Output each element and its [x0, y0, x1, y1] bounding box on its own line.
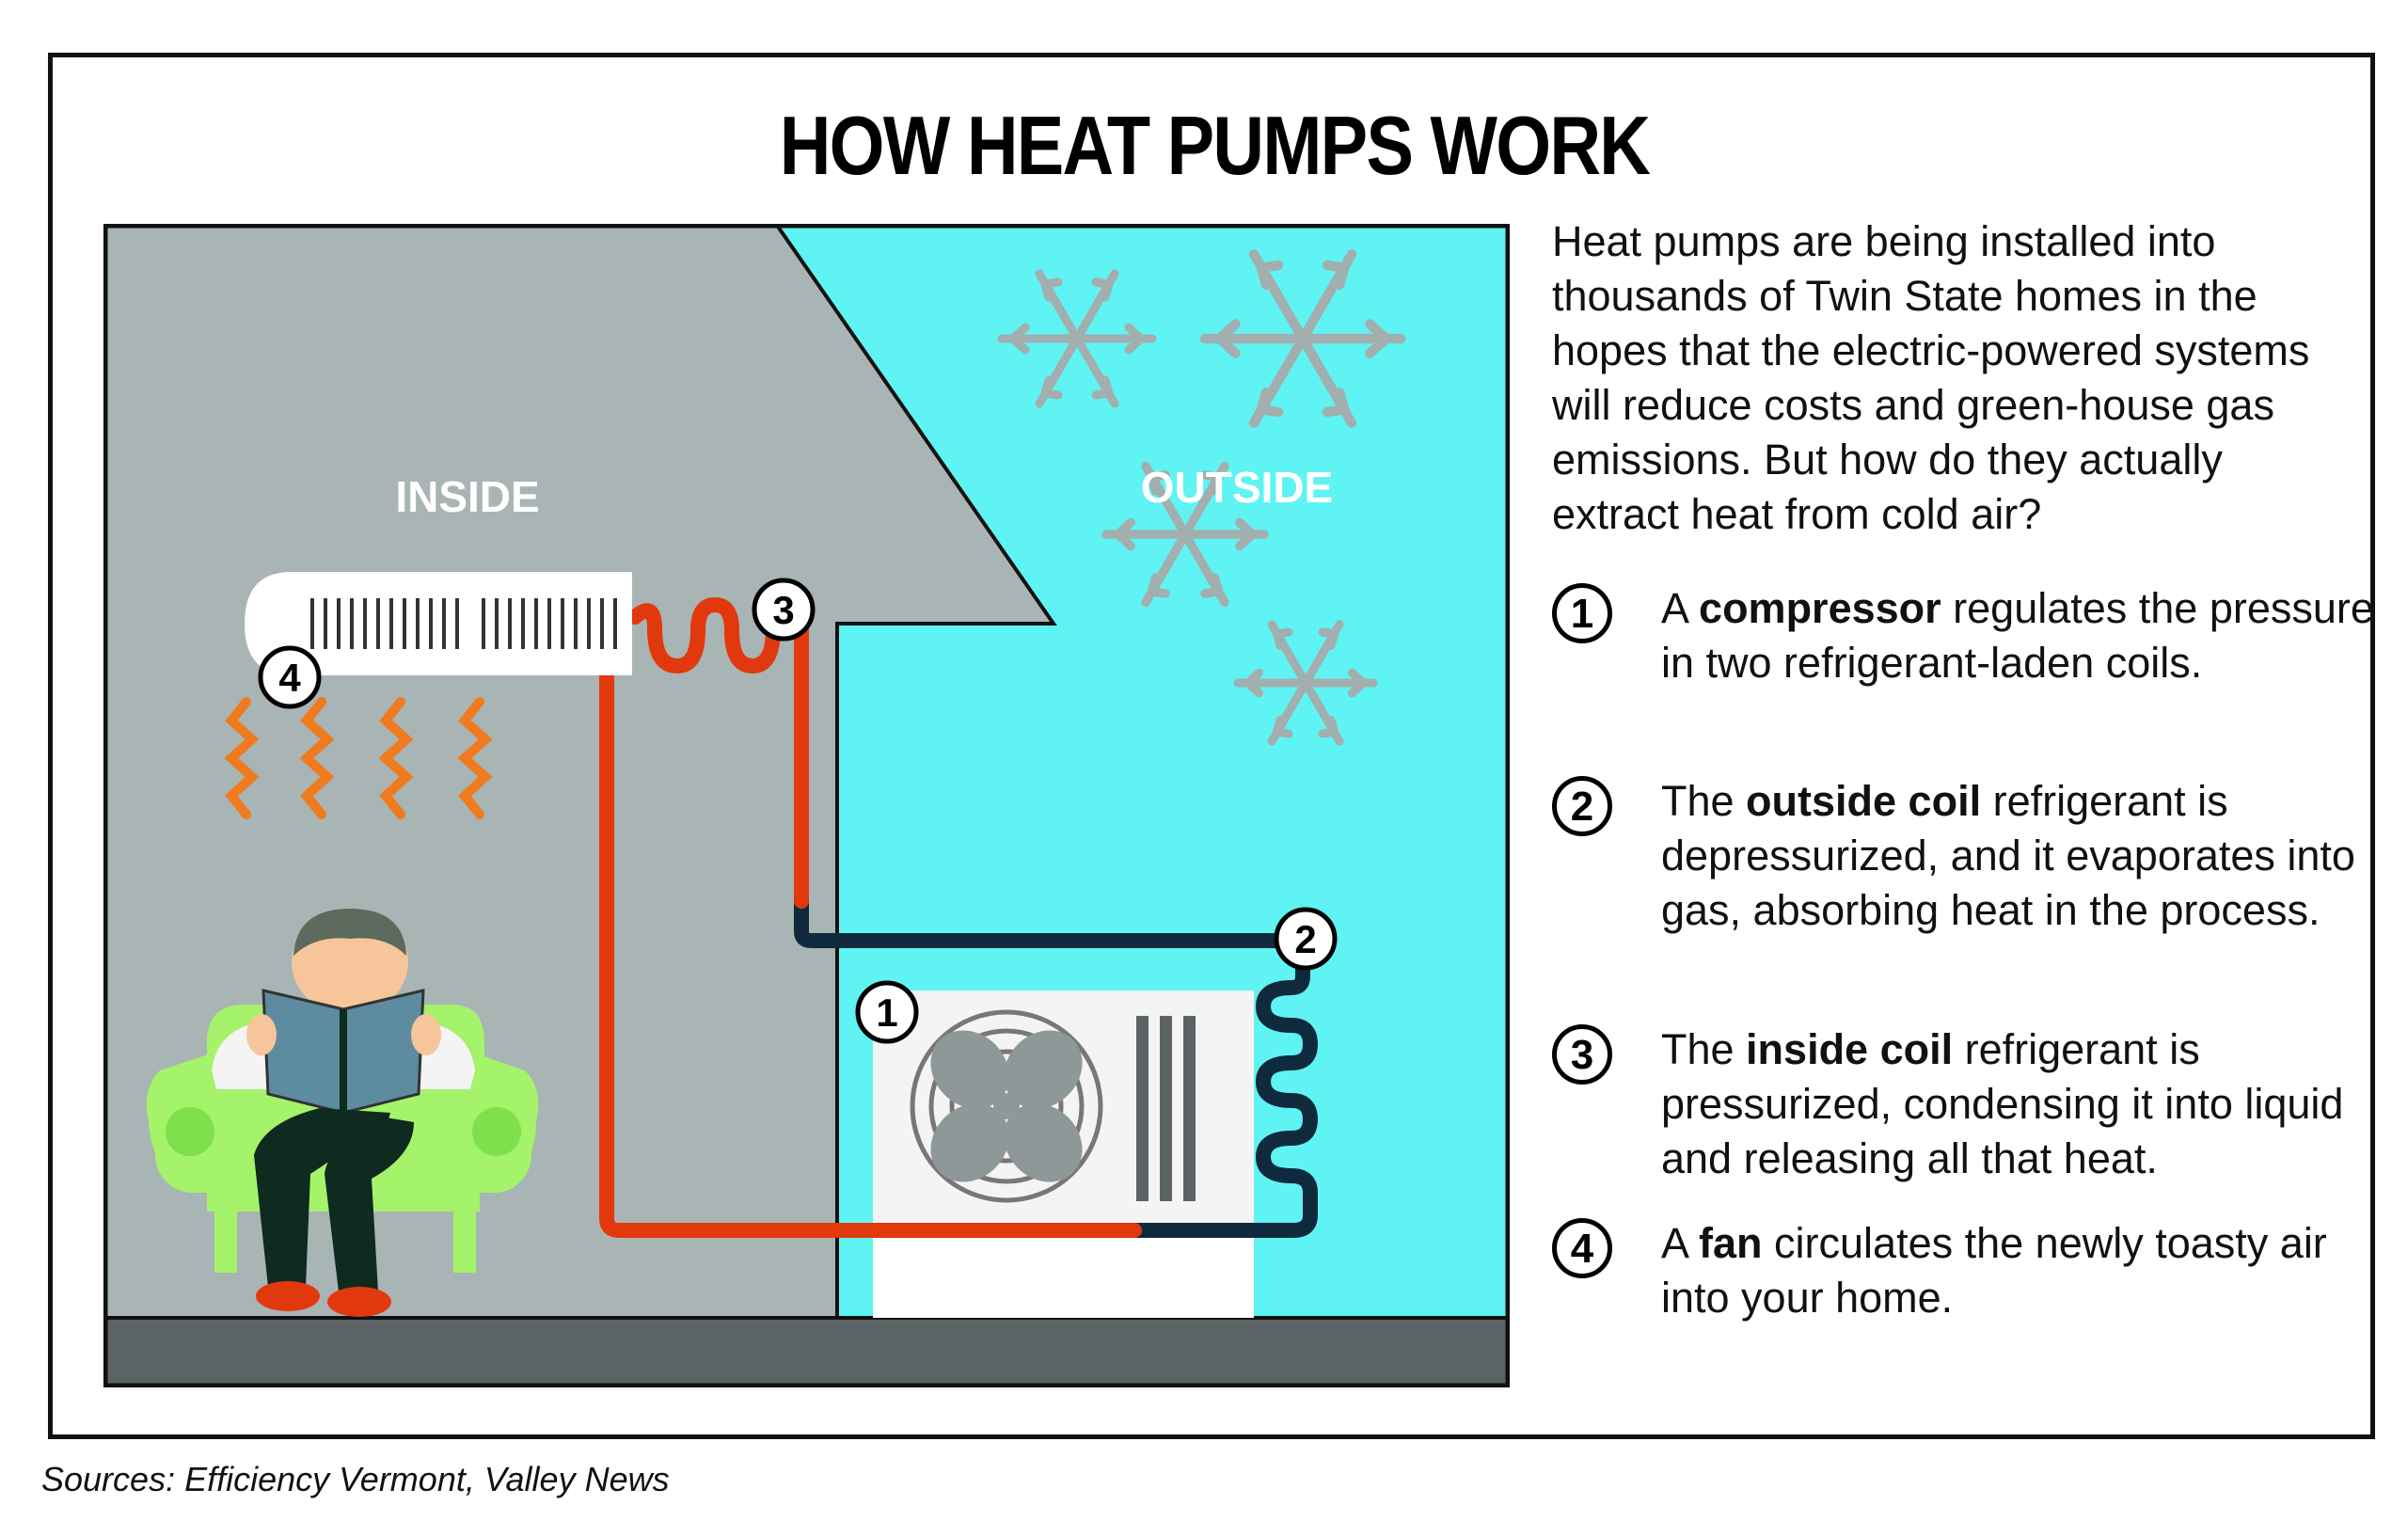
- outdoor-unit: [873, 990, 1254, 1318]
- outside-label: OUTSIDE: [1141, 463, 1333, 512]
- step-text: The inside coil refrigerant is pressuriz…: [1661, 1025, 2344, 1182]
- vent-grille: [310, 598, 617, 649]
- inside-label: INSIDE: [395, 472, 539, 521]
- person-reading: [146, 909, 539, 1317]
- svg-text:2: 2: [1294, 917, 1316, 961]
- step-text: A fan circulates the newly toasty air in…: [1661, 1219, 2327, 1322]
- snowflake-icon: [1233, 620, 1378, 746]
- step-text: The outside coil refrigerant is depressu…: [1661, 777, 2355, 934]
- step-number: 3: [1552, 1024, 1612, 1085]
- marker-3: 3: [752, 578, 816, 642]
- marker-1: 1: [855, 980, 919, 1044]
- step-text: A compressor regulates the pressure in t…: [1661, 584, 2374, 687]
- page-title: HOW HEAT PUMPS WORK: [779, 99, 1651, 192]
- sources-credit: Sources: Efficiency Vermont, Valley News: [41, 1460, 670, 1498]
- svg-text:3: 3: [772, 588, 794, 632]
- fan-icon: [910, 1009, 1103, 1203]
- step-number: 4: [1552, 1218, 1612, 1278]
- marker-4: 4: [258, 645, 322, 709]
- step-number: 1: [1552, 583, 1612, 643]
- indoor-unit: [245, 572, 632, 675]
- heat-pump-diagram: INSIDE OUTSIDE: [103, 224, 1510, 1387]
- snowflake-icon: [1101, 461, 1269, 608]
- floor: [103, 1316, 1510, 1387]
- snowflake-icon: [997, 269, 1157, 408]
- heat-waves: [224, 697, 493, 819]
- inside-coil: [627, 597, 796, 673]
- intro-text: Heat pumps are being installed into thou…: [1552, 217, 2310, 538]
- step-number: 2: [1552, 776, 1612, 836]
- svg-text:4: 4: [278, 656, 301, 700]
- hot-refrigerant-pipe: [599, 668, 1142, 1238]
- svg-text:1: 1: [876, 990, 897, 1035]
- snowflake-icon: [1199, 249, 1406, 428]
- cold-refrigerant-pipe: [794, 894, 1318, 1238]
- marker-2: 2: [1274, 907, 1338, 971]
